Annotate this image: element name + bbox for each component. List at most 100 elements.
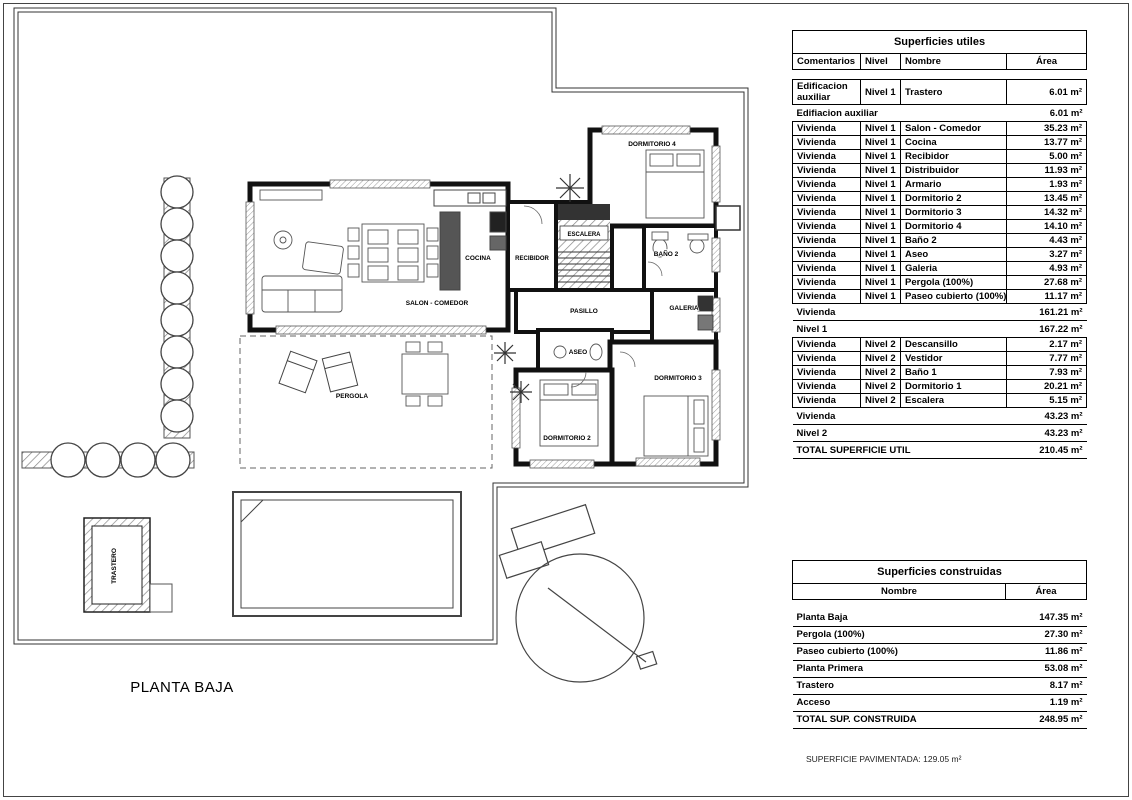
superficies-utiles-table: Superficies utiles Comentarios Nivel Nom… — [791, 30, 1088, 459]
cell-nombre: Escalera — [900, 393, 1007, 408]
plot-boundary — [13, 7, 749, 645]
cell-comentarios: Vivienda — [792, 247, 861, 262]
floor-plan: DORMITORIO 4 BAÑO 2 COCINA RECIBIDOR ESC… — [13, 7, 749, 696]
cell-area: 53.08 m² — [1005, 660, 1087, 678]
cell-nivel: Nivel 1 — [860, 177, 901, 192]
sofa-set — [259, 189, 344, 313]
cell-nombre: Dormitorio 4 — [900, 219, 1007, 234]
room-label-pergola: PERGOLA — [336, 393, 368, 400]
palm-plant — [494, 174, 584, 403]
cell-comentarios: Vivienda — [792, 163, 861, 178]
cell-area: 248.95 m² — [1005, 711, 1087, 729]
room-label-cocina: COCINA — [465, 255, 491, 262]
cell-nombre: Aseo — [900, 247, 1007, 262]
garden-wall-bottom — [21, 442, 195, 478]
cell-nombre: Planta Primera — [792, 660, 1006, 678]
cell-comentarios: Vivienda — [792, 275, 861, 290]
cell-nombre: Trastero — [900, 79, 1007, 105]
subtotal-area: 167.22 m² — [1006, 320, 1087, 338]
cell-nombre: Trastero — [792, 677, 1006, 695]
cell-nombre: Recibidor — [900, 149, 1007, 164]
cell-area: 8.17 m² — [1005, 677, 1087, 695]
outdoor-dining-set — [401, 341, 449, 407]
cell-nombre: Baño 1 — [900, 365, 1007, 380]
room-label-pasillo: PASILLO — [570, 308, 598, 315]
bathroom2-fixtures — [651, 231, 709, 258]
cell-nombre: Paseo cubierto (100%) — [900, 289, 1007, 304]
cell-area: 7.77 m² — [1005, 351, 1088, 366]
header-area: Área — [1005, 53, 1088, 70]
cell-area: 13.45 m² — [1005, 191, 1088, 206]
cell-area: 14.32 m² — [1005, 205, 1088, 220]
superficies-construidas-table: Superficies construidas Nombre Área Plan… — [792, 560, 1087, 729]
subtotal-area: 43.23 m² — [1006, 407, 1087, 425]
cell-nombre: Distribuidor — [900, 163, 1007, 178]
header-area: Área — [1005, 583, 1087, 600]
cell-area: 7.93 m² — [1005, 365, 1088, 380]
cell-area: 35.23 m² — [1005, 121, 1088, 136]
cell-comentarios: Vivienda — [792, 233, 861, 248]
cell-nivel: Nivel 1 — [860, 149, 901, 164]
cell-nivel: Nivel 1 — [860, 275, 901, 290]
construidas-data-row: Pergola (100%)27.30 m² — [792, 626, 1087, 644]
cell-comentarios: Edificacion auxiliar — [792, 79, 861, 105]
cell-comentarios: Vivienda — [792, 289, 861, 304]
cell-nombre: Baño 2 — [900, 233, 1007, 248]
cell-area: 5.00 m² — [1005, 149, 1088, 164]
cell-nivel: Nivel 1 — [860, 135, 901, 150]
cell-nivel: Nivel 1 — [860, 121, 901, 136]
cell-nombre: Descansillo — [900, 337, 1007, 352]
subtotal-area: 6.01 m² — [1006, 104, 1087, 122]
cell-nombre: TOTAL SUP. CONSTRUIDA — [792, 711, 1006, 729]
cell-comentarios: Vivienda — [792, 121, 861, 136]
cell-nivel: Nivel 1 — [860, 289, 901, 304]
header-nombre: Nombre — [900, 53, 1007, 70]
room-label-dormitorio-4: DORMITORIO 4 — [628, 141, 676, 148]
cell-area: 14.10 m² — [1005, 219, 1088, 234]
bed-dormitorio2 — [539, 379, 599, 447]
tree-row-left — [160, 175, 194, 433]
cell-nombre: Pergola (100%) — [792, 626, 1006, 644]
construidas-data-row: Paseo cubierto (100%)11.86 m² — [792, 643, 1087, 661]
subtotal-label: Edifiacion auxiliar — [792, 104, 1007, 122]
construidas-table-title: Superficies construidas — [792, 560, 1087, 584]
room-label-dormitorio-3: DORMITORIO 3 — [654, 375, 702, 382]
garden-wall-left — [160, 175, 194, 439]
plan-title: PLANTA BAJA — [130, 679, 234, 696]
cell-comentarios: Vivienda — [792, 149, 861, 164]
header-nombre: Nombre — [792, 583, 1006, 600]
utiles-title-row: Superficies utiles — [791, 30, 1088, 54]
subtotal-area: 43.23 m² — [1006, 424, 1087, 442]
subtotal-area: 210.45 m² — [1006, 441, 1087, 459]
cell-nombre: Armario — [900, 177, 1007, 192]
subtotal-label: Vivienda — [792, 407, 1007, 425]
cell-nivel: Nivel 1 — [860, 233, 901, 248]
door-arcs — [523, 205, 663, 388]
aseo-fixtures — [553, 343, 603, 361]
lounge-chairs — [278, 350, 359, 394]
room-label-escalera: ESCALERA — [567, 232, 601, 238]
kitchen-furniture — [433, 189, 507, 291]
cell-nivel: Nivel 2 — [860, 351, 901, 366]
cell-nombre: Salon - Comedor — [900, 121, 1007, 136]
galeria-appliances — [697, 295, 714, 331]
tree-row-bottom — [50, 442, 191, 478]
